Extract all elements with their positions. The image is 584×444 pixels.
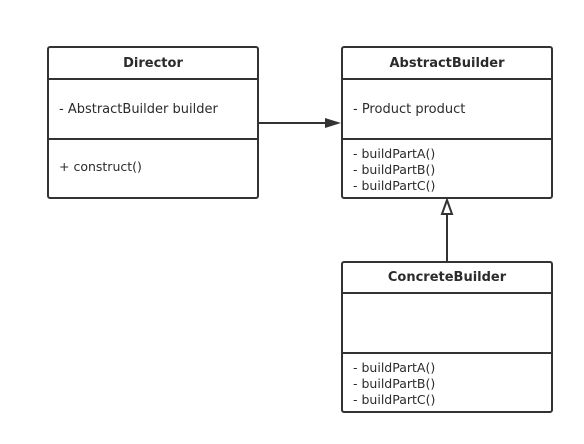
class-attributes-empty (343, 294, 551, 354)
abstract-builder-class-box[interactable]: AbstractBuilder - Product product - buil… (341, 46, 553, 199)
class-name: Director (49, 48, 257, 80)
class-operations: + construct() (49, 140, 257, 197)
operation-line: - buildPartA() (353, 359, 436, 375)
operation-line: - buildPartB() (353, 161, 436, 177)
concrete-builder-class-box[interactable]: ConcreteBuilder - buildPartA() - buildPa… (341, 261, 553, 413)
inheritance-arrow (440, 197, 454, 261)
attribute-line: - AbstractBuilder builder (59, 101, 218, 117)
operation-line: - buildPartC() (353, 177, 436, 193)
operation-line: - buildPartB() (353, 375, 436, 391)
operation-line: - buildPartA() (353, 145, 436, 161)
operation-line: - buildPartC() (353, 391, 436, 407)
attribute-line: - Product product (353, 101, 466, 117)
association-arrow (259, 118, 341, 128)
class-attributes: - Product product (343, 80, 551, 140)
inheritance-arrowhead (440, 197, 454, 215)
class-attributes: - AbstractBuilder builder (49, 80, 257, 140)
class-name: AbstractBuilder (343, 48, 551, 80)
director-class-box[interactable]: Director - AbstractBuilder builder + con… (47, 46, 259, 199)
association-arrowhead (325, 118, 341, 128)
class-operations: - buildPartA() - buildPartB() - buildPar… (343, 140, 551, 197)
operation-line: + construct() (59, 159, 142, 174)
class-operations: - buildPartA() - buildPartB() - buildPar… (343, 354, 551, 411)
class-name: ConcreteBuilder (343, 263, 551, 294)
